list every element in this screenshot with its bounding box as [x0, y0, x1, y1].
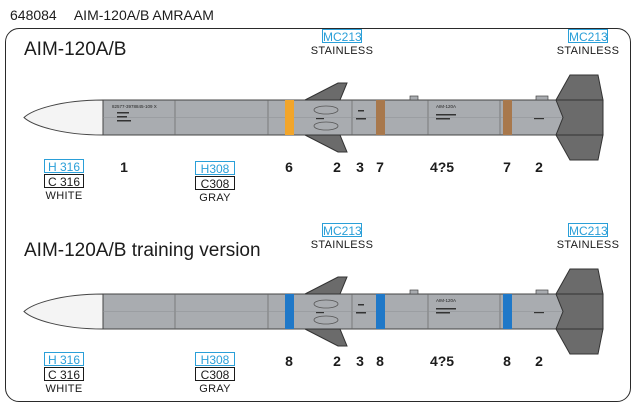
- callout-number: 3: [356, 159, 364, 175]
- band-orange: [285, 100, 294, 135]
- nose-code-h: H 316: [44, 352, 84, 367]
- diagram-frame: [5, 28, 631, 402]
- missile-standard: 82577-3978845-109 X AIM-120A: [23, 74, 604, 161]
- section-title-training: AIM-120A/B training version: [24, 240, 261, 261]
- body-color-label: GRAY: [199, 192, 231, 204]
- nose-color-label: WHITE: [45, 383, 83, 395]
- missile-nose: [23, 293, 104, 330]
- rear-fin-bottom: [555, 134, 604, 161]
- body-code-c: C308: [195, 367, 235, 382]
- fin-code-rear: MC213: [568, 223, 608, 238]
- nose-color-label: WHITE: [45, 190, 83, 202]
- callout-number: 2: [333, 353, 341, 369]
- callout-number: 4?5: [429, 159, 455, 175]
- callout-number: 1: [120, 159, 128, 175]
- mid-fin-top: [304, 82, 348, 101]
- callout-number: 3: [356, 353, 364, 369]
- rear-fin-top: [555, 74, 604, 101]
- sheet-header: 648084 AIM-120A/B AMRAAM: [10, 8, 228, 22]
- callout-number: 2: [535, 159, 543, 175]
- body-color-label: GRAY: [199, 383, 231, 395]
- callout-number: 6: [285, 159, 293, 175]
- band-brown: [376, 100, 385, 135]
- stencil-serial: 82577-3978845-109 X: [112, 104, 157, 109]
- product-code: 648084: [10, 7, 57, 23]
- section-title-standard: AIM-120A/B: [24, 39, 127, 60]
- band-blue: [285, 294, 294, 329]
- fin-label-rear: STAINLESS: [556, 45, 620, 57]
- nose-code-c: C 316: [44, 174, 84, 189]
- fin-code-mid: MC213: [322, 223, 362, 238]
- body-code-c: C308: [195, 176, 235, 191]
- fin-code-rear: MC213: [568, 29, 608, 44]
- callout-number: 4?5: [429, 353, 455, 369]
- callout-number: 8: [503, 353, 511, 369]
- missile-training: AIM-120A: [23, 268, 604, 355]
- fin-label-mid: STAINLESS: [310, 239, 374, 251]
- callout-number: 7: [376, 159, 384, 175]
- callout-number: 2: [535, 353, 543, 369]
- callout-number: 7: [503, 159, 511, 175]
- band-blue: [376, 294, 385, 329]
- body-code-h: H308: [195, 352, 235, 367]
- callout-number: 2: [333, 159, 341, 175]
- band-blue: [503, 294, 512, 329]
- fin-label-mid: STAINLESS: [310, 45, 374, 57]
- mid-fin-bottom: [304, 134, 348, 153]
- body-code-h: H308: [195, 161, 235, 176]
- missile-nose: [23, 99, 104, 136]
- band-brown: [503, 100, 512, 135]
- rear-fin-side: [555, 99, 604, 136]
- fin-code-mid: MC213: [322, 29, 362, 44]
- product-title: AIM-120A/B AMRAAM: [73, 7, 214, 23]
- stencil-designation: AIM-120A: [436, 104, 456, 109]
- nose-code-c: C 316: [44, 367, 84, 382]
- stencil-designation: AIM-120A: [436, 298, 456, 303]
- fin-label-rear: STAINLESS: [556, 239, 620, 251]
- nose-code-h: H 316: [44, 159, 84, 174]
- callout-number: 8: [285, 353, 293, 369]
- callout-number: 8: [376, 353, 384, 369]
